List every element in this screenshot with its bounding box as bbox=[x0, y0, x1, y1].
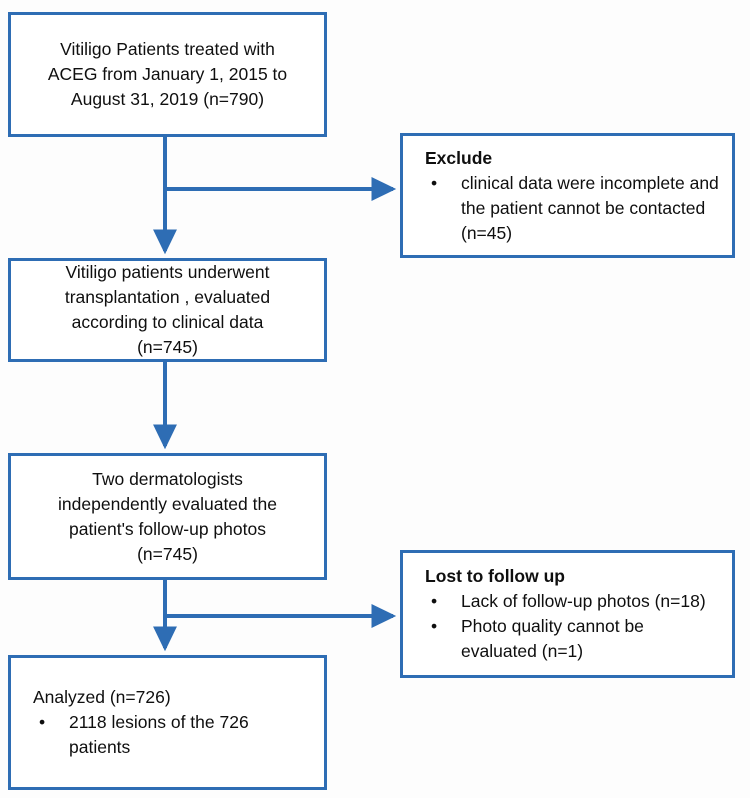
node-transplantation-line-4: (n=745) bbox=[137, 337, 198, 357]
node-evaluation-line-4: (n=745) bbox=[137, 543, 198, 564]
node-lost-to-follow-up: Lost to follow up Lack of follow-up phot… bbox=[400, 550, 735, 678]
node-transplantation-line-2: transplantation , evaluated bbox=[64, 287, 271, 307]
node-exclude-heading: Exclude bbox=[425, 147, 493, 168]
node-exclude-bullet-list: clinical data were incomplete and the pa… bbox=[425, 171, 722, 246]
node-transplantation: Vitiligo patients underwent transplantat… bbox=[8, 258, 327, 362]
node-evaluation-line-2: independently evaluated the bbox=[58, 493, 277, 514]
node-lost-to-follow-up-heading: Lost to follow up bbox=[425, 566, 565, 586]
node-transplantation-line-3: according to clinical data bbox=[71, 312, 264, 332]
node-analyzed-bullet-1: 2118 lesions of the 726 patients bbox=[33, 710, 314, 760]
node-lost-to-follow-up-bullet-2: Photo quality cannot be evaluated (n=1) bbox=[425, 614, 722, 664]
node-transplantation-line-1: Vitiligo patients underwent bbox=[65, 262, 270, 282]
node-lost-to-follow-up-bullet-1: Lack of follow-up photos (n=18) bbox=[425, 589, 722, 614]
node-analyzed-heading: Analyzed (n=726) bbox=[33, 687, 171, 707]
node-exclude-bullet-1: clinical data were incomplete and the pa… bbox=[425, 171, 722, 246]
node-analyzed: Analyzed (n=726) 2118 lesions of the 726… bbox=[8, 655, 327, 790]
node-evaluation: Two dermatologists independently evaluat… bbox=[8, 453, 327, 580]
node-lost-to-follow-up-bullet-list: Lack of follow-up photos (n=18) Photo qu… bbox=[425, 589, 722, 664]
node-enrollment-line-1: Vitiligo Patients treated with bbox=[60, 39, 275, 59]
node-enrollment: Vitiligo Patients treated with ACEG from… bbox=[8, 12, 327, 137]
node-enrollment-line-3: August 31, 2019 (n=790) bbox=[70, 89, 265, 109]
node-evaluation-line-3: patient's follow-up photos bbox=[69, 518, 266, 539]
node-exclude: Exclude clinical data were incomplete an… bbox=[400, 133, 735, 258]
node-enrollment-line-2: ACEG from January 1, 2015 to bbox=[47, 64, 288, 84]
node-evaluation-line-1: Two dermatologists bbox=[92, 468, 243, 489]
node-analyzed-bullet-list: 2118 lesions of the 726 patients bbox=[33, 710, 314, 760]
